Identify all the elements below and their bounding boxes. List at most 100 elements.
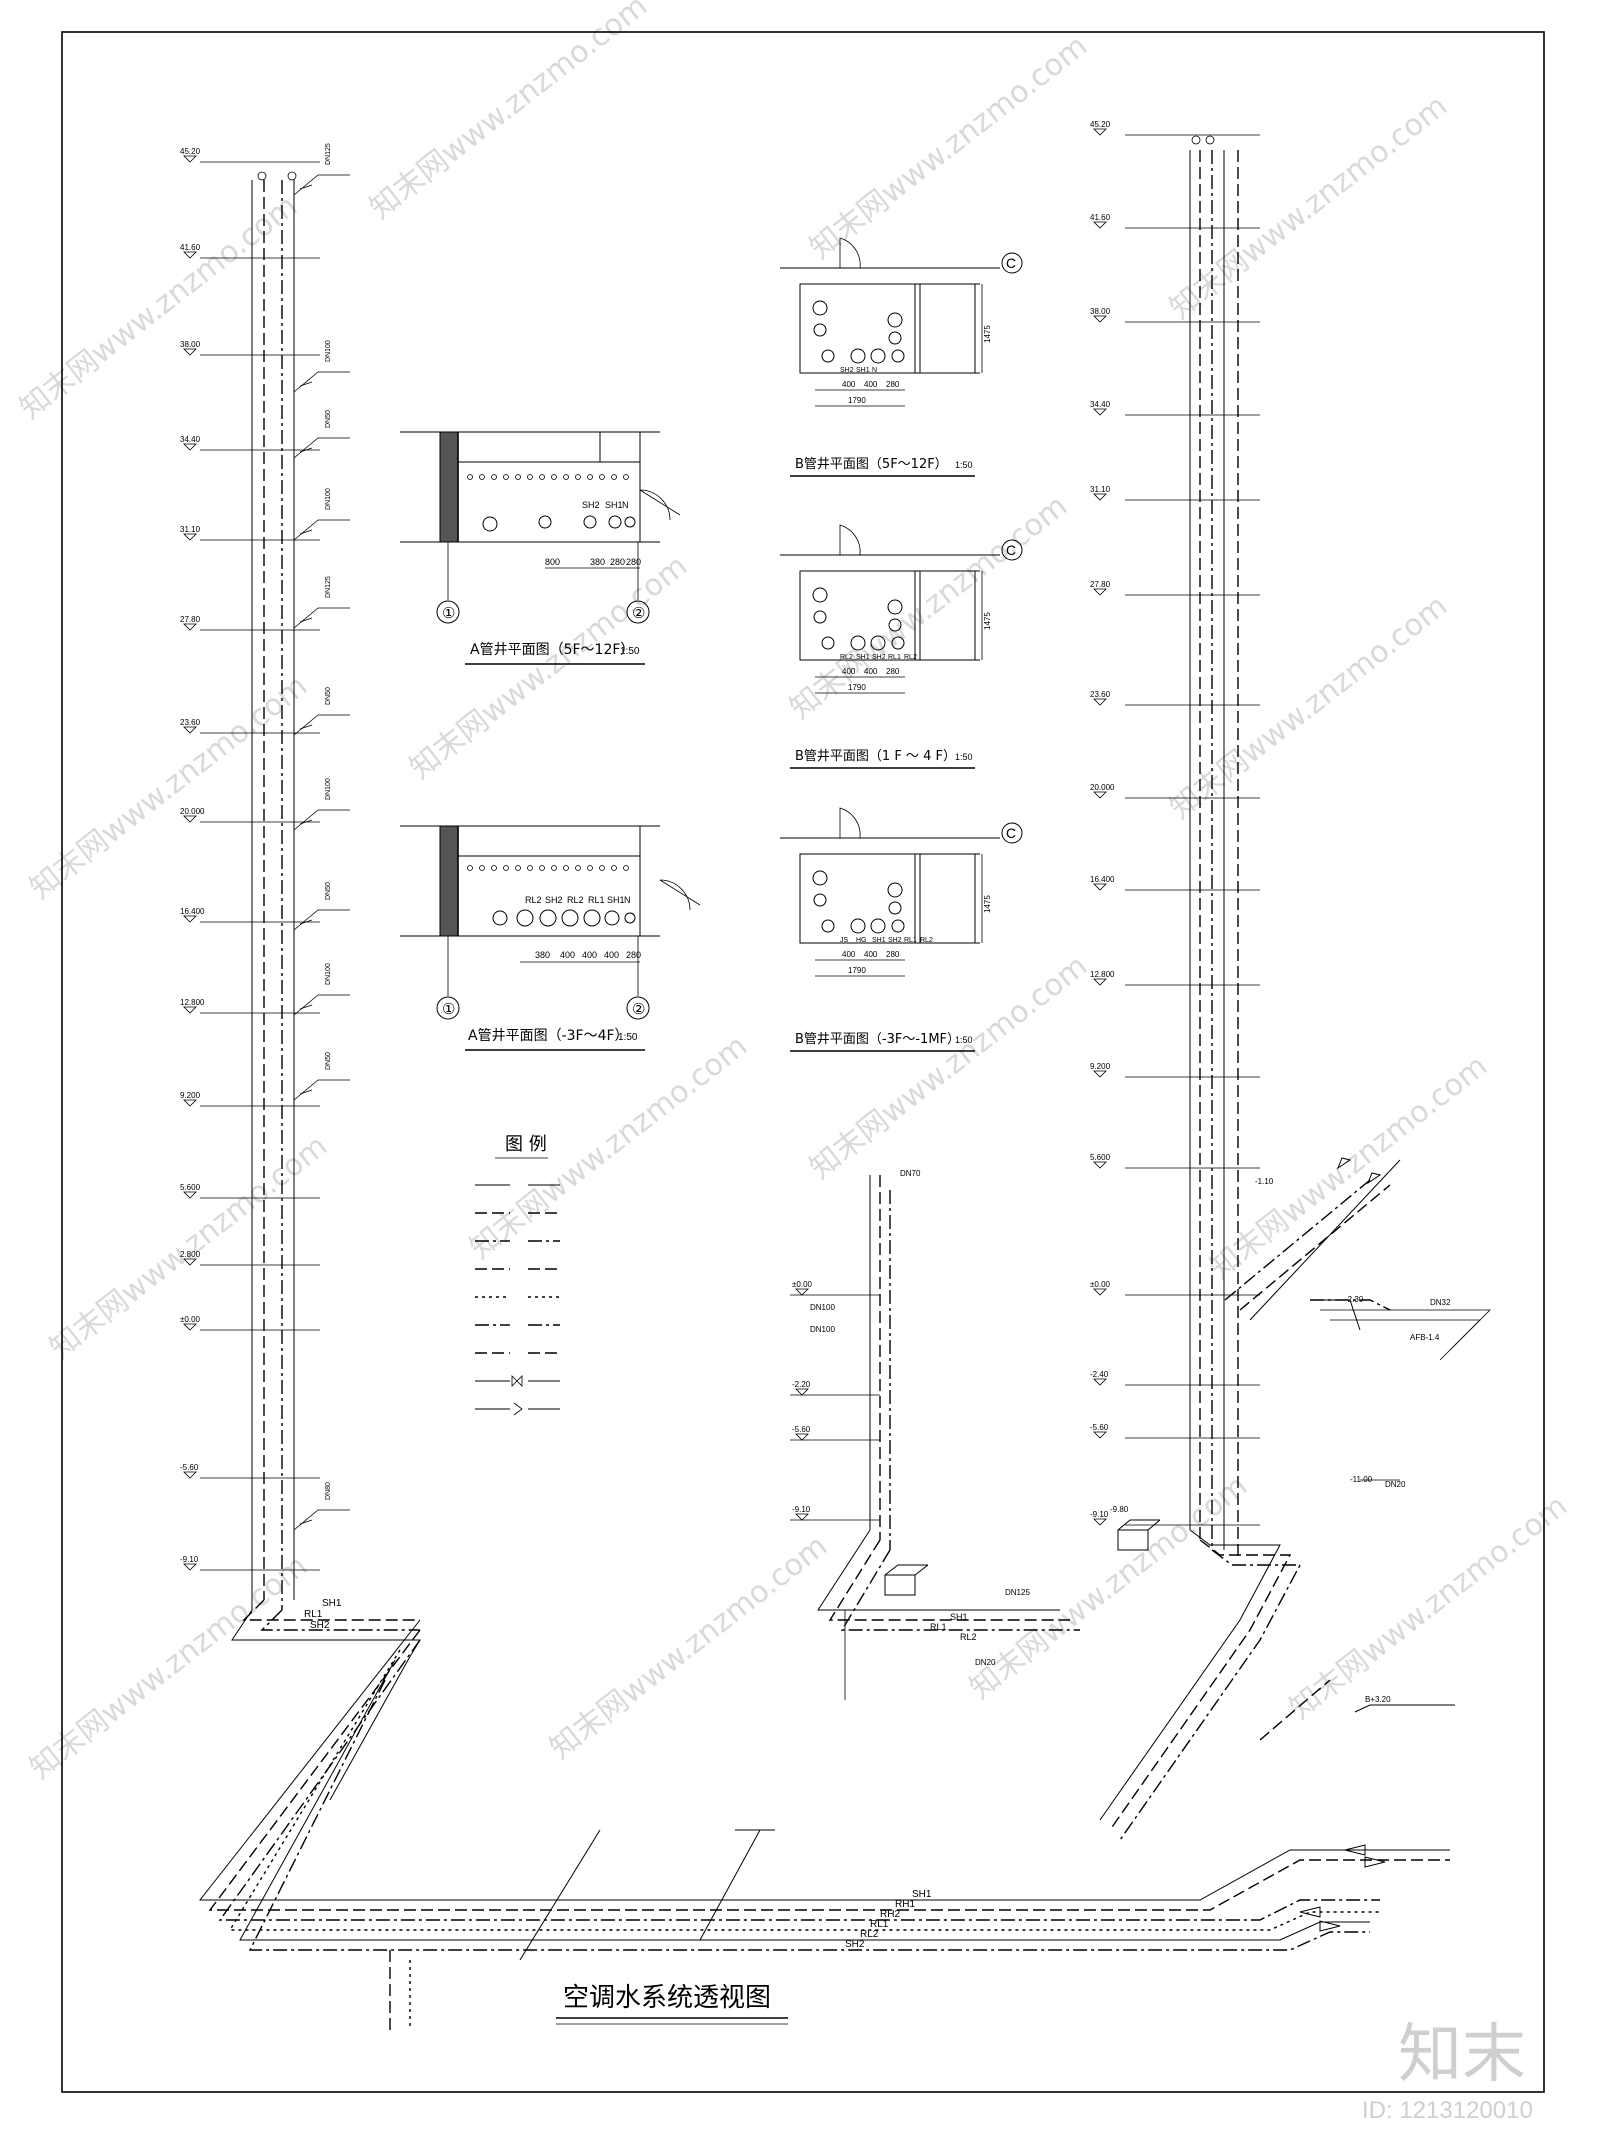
level-marker-icon xyxy=(1093,221,1107,229)
branch-line xyxy=(293,1509,350,1531)
drawing-title-block: 空调水系统透视图 xyxy=(556,1983,788,2025)
right-note-5: B+3.20 xyxy=(1365,1695,1391,1704)
header-label-rh1: RH1 xyxy=(895,1899,915,1910)
riser-pipe-icon xyxy=(812,587,828,603)
level-marker-icon xyxy=(183,1258,197,1266)
level-marker-icon xyxy=(183,915,197,923)
level-marker-icon xyxy=(183,1323,197,1331)
level-label: 5.600 xyxy=(1090,1153,1111,1162)
valve-icon xyxy=(299,1004,313,1010)
door-swing-icon xyxy=(839,807,861,839)
riser-pipe-icon xyxy=(821,636,835,650)
plan-a2-dim-4: 400 xyxy=(604,950,619,960)
plan-b-scale: 1:50 xyxy=(955,460,973,470)
plan-b-pipe-label: N xyxy=(872,367,877,374)
level-label: 27.80 xyxy=(180,615,201,624)
pipe-hole-icon xyxy=(503,865,509,871)
right-note-8: DN20 xyxy=(1385,1480,1406,1489)
riser-pipe-icon xyxy=(891,349,905,363)
level-marker-icon xyxy=(1093,1378,1107,1386)
level-marker-icon xyxy=(1093,408,1107,416)
pipe-hole-icon xyxy=(479,474,485,480)
valve-icon xyxy=(299,381,313,387)
header-label-sh1: SH1 xyxy=(912,1889,932,1900)
header-label-rl2: RL2 xyxy=(860,1929,879,1940)
plan-b-dim-total: 1790 xyxy=(848,966,866,975)
level-marker-icon xyxy=(183,443,197,451)
riser-pipe-icon xyxy=(887,599,903,615)
level-marker-icon xyxy=(1093,128,1107,136)
mid-size-3: DN100 xyxy=(810,1325,835,1334)
pipe-hole-icon xyxy=(563,474,569,480)
pipe-hole-icon xyxy=(599,865,605,871)
level-marker-icon xyxy=(795,1513,809,1521)
pipe-hole-icon xyxy=(611,865,617,871)
watermark-text: 知末网www.znzmo.com xyxy=(23,668,314,906)
level-marker-icon xyxy=(1093,698,1107,706)
pipe-hole-icon xyxy=(515,474,521,480)
level-label: 41.60 xyxy=(1090,213,1111,222)
riser-pipe-icon xyxy=(850,635,866,651)
pipe-size-label: DN100 xyxy=(325,778,332,800)
mid-size-4: DN125 xyxy=(1005,1588,1030,1597)
pipe-hole-icon xyxy=(491,474,497,480)
riser-pipe-icon xyxy=(870,348,886,364)
plan-b-dim-depth: 1475 xyxy=(983,612,992,630)
plan-b-dim-depth: 1475 xyxy=(983,325,992,343)
riser-pipe-icon xyxy=(850,348,866,364)
plan-a2-pipe-6: N xyxy=(624,895,631,905)
pipe-size-label: DN100 xyxy=(325,963,332,985)
right-note-2: -2.30 xyxy=(1345,1295,1364,1304)
riser-pipe-icon xyxy=(887,312,903,328)
level-marker-icon xyxy=(1093,588,1107,596)
plan-b-pipe-label: SH2 xyxy=(872,654,886,661)
pipe-hole-icon xyxy=(527,865,533,871)
level-label: ±0.00 xyxy=(180,1315,201,1324)
mid-size-5: DN20 xyxy=(975,1658,996,1667)
plan-a1-dim-1: 800 xyxy=(545,557,560,567)
pipe-hole-icon xyxy=(623,865,629,871)
axis-bubble-icon xyxy=(1001,539,1023,561)
right-riser: 45.2041.6038.0034.4031.1027.8023.6020.00… xyxy=(1090,120,1491,1841)
level-label: ±0.00 xyxy=(1090,1280,1111,1289)
level-label: 41.60 xyxy=(180,243,201,252)
level-marker-icon xyxy=(183,155,197,163)
plan-b-dim-total: 1790 xyxy=(848,396,866,405)
riser-pipe-icon xyxy=(812,870,828,886)
plan-b-pipe-label: HG xyxy=(856,937,867,944)
branch-line xyxy=(293,607,350,629)
plan-b-pipe-label: RL1 xyxy=(888,654,901,661)
watermark-text: 知末网www.znzmo.com xyxy=(1163,588,1454,826)
plan-a2-title: A管井平面图（-3F～4F） xyxy=(468,1028,629,1044)
plan-b-pipe-label: SH1 xyxy=(856,654,870,661)
riser-pipe-icon xyxy=(583,909,601,927)
level-label: 20.000 xyxy=(180,807,205,816)
level-marker-icon xyxy=(183,348,197,356)
plan-a1-pipe-1: SH2 xyxy=(582,500,600,510)
pipe-size-label: DN100 xyxy=(325,340,332,362)
riser-pipe-icon xyxy=(870,635,886,651)
level-marker-icon xyxy=(1093,493,1107,501)
riser-pipe-icon xyxy=(608,515,622,529)
valve-icon xyxy=(299,1089,313,1095)
header-label-rh2: RH2 xyxy=(880,1909,900,1920)
level-label: 38.00 xyxy=(180,340,201,349)
pipe-hole-icon xyxy=(551,865,557,871)
pipe-size-label: DN125 xyxy=(325,576,332,598)
pipe-size-label: DN80 xyxy=(325,1482,332,1500)
level-label: 31.10 xyxy=(1090,485,1111,494)
plan-b-pipe-label: SH1 xyxy=(872,937,886,944)
watermark-text: 知末网www.znzmo.com xyxy=(43,1128,334,1366)
plan-a2-dim-3: 400 xyxy=(582,950,597,960)
plan-a2-pipe-1: RL2 xyxy=(525,895,542,905)
header-label-sh2: SH2 xyxy=(845,1939,865,1950)
riser-pipe-icon xyxy=(538,515,552,529)
level-label: -9.10 xyxy=(1090,1510,1109,1519)
riser-pipe-icon xyxy=(539,909,557,927)
right-note-3: -11.00 xyxy=(1350,1475,1373,1484)
level-label: 12.800 xyxy=(180,998,205,1007)
valve-icon xyxy=(299,724,313,730)
level-marker-icon xyxy=(1093,791,1107,799)
pipe-size-label: DN50 xyxy=(325,410,332,428)
